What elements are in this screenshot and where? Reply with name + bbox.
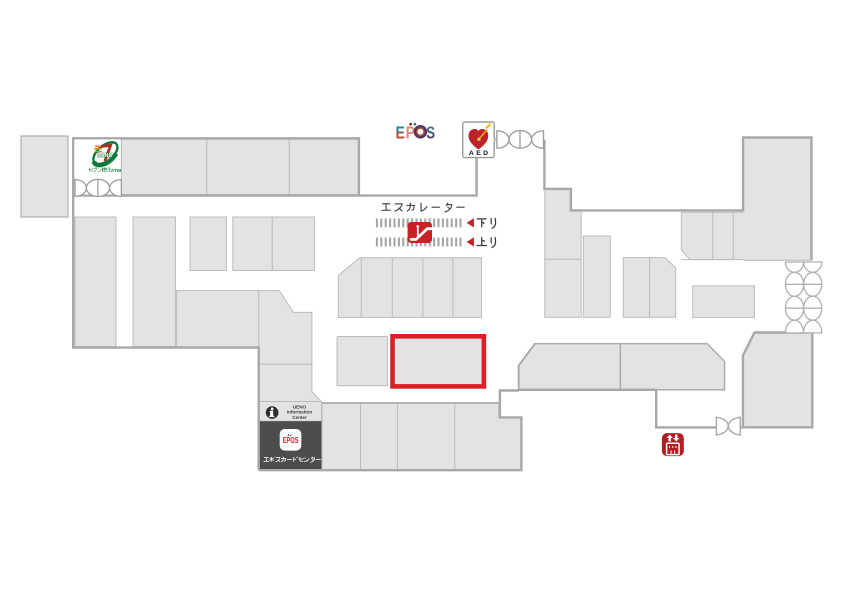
svg-text:UENO: UENO	[293, 404, 307, 409]
svg-text:EPOS: EPOS	[283, 435, 299, 445]
svg-text:E: E	[396, 122, 406, 142]
svg-text:Information: Information	[287, 410, 312, 415]
svg-text:Center: Center	[292, 415, 307, 420]
svg-text:S: S	[426, 122, 435, 142]
svg-text:ATM: ATM	[111, 168, 121, 174]
svg-text:AED: AED	[469, 150, 491, 157]
svg-text:P: P	[406, 122, 416, 142]
svg-text:BANK: BANK	[97, 153, 112, 159]
